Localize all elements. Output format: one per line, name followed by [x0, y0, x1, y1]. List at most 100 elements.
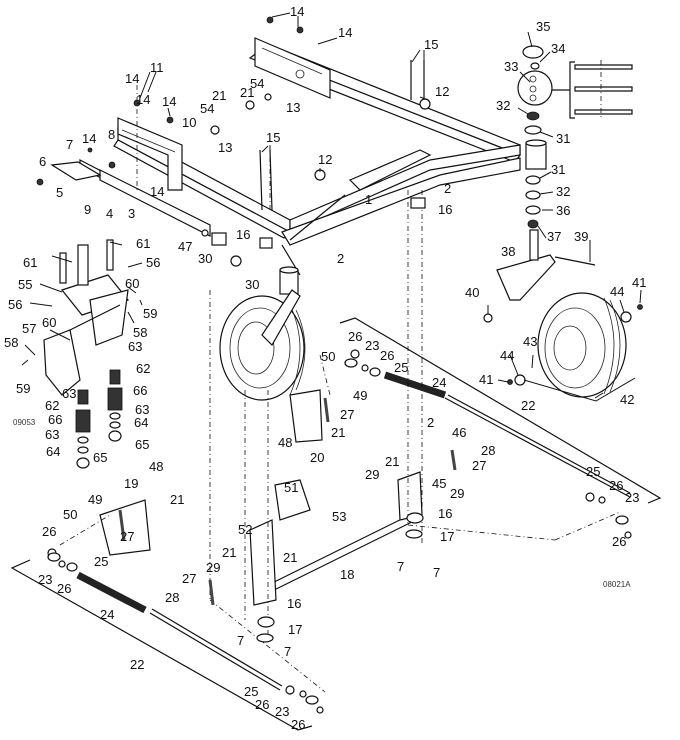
callout-14: 14 — [136, 92, 151, 107]
assembly-lines — [59, 85, 621, 693]
callout-46: 46 — [452, 425, 467, 440]
callout-65: 65 — [93, 450, 108, 465]
callout-21: 21 — [385, 454, 400, 469]
callout-14: 14 — [290, 4, 305, 19]
callout-12: 12 — [318, 152, 333, 167]
callout-56: 56 — [8, 297, 23, 312]
callout-56: 56 — [146, 255, 161, 270]
callout-45: 45 — [432, 476, 447, 491]
callout-58: 58 — [4, 335, 19, 350]
callout-29: 29 — [206, 560, 221, 575]
cross-shaft — [99, 389, 423, 606]
callout-2: 2 — [427, 415, 435, 430]
callout-48: 48 — [278, 435, 293, 450]
callout-14: 14 — [150, 184, 165, 199]
callout-41: 41 — [632, 275, 647, 290]
callout-59: 59 — [143, 306, 158, 321]
callout-1: 1 — [365, 192, 373, 207]
callout-62: 62 — [136, 361, 151, 376]
callout-22: 22 — [130, 657, 145, 672]
callout-39: 39 — [574, 229, 589, 244]
callout-50: 50 — [63, 507, 78, 522]
callout-59: 59 — [16, 381, 31, 396]
callout-21: 21 — [222, 545, 237, 560]
callout-44: 44 — [500, 348, 515, 363]
callout-21: 21 — [331, 425, 346, 440]
callout-7: 7 — [66, 137, 74, 152]
callout-26: 26 — [57, 581, 72, 596]
callout-42: 42 — [620, 392, 635, 407]
callout-36: 36 — [556, 203, 571, 218]
callout-50: 50 — [321, 349, 336, 364]
callout-54: 54 — [200, 101, 215, 116]
callout-23: 23 — [365, 338, 380, 353]
callout-54: 54 — [250, 76, 265, 91]
callout-23: 23 — [625, 490, 640, 505]
callout-3: 3 — [128, 206, 136, 221]
callout-10: 10 — [182, 115, 197, 130]
callout-31: 31 — [551, 162, 566, 177]
callout-64: 64 — [46, 444, 61, 459]
callout-66: 66 — [48, 412, 63, 427]
callout-28: 28 — [165, 590, 180, 605]
main-figure-code: 08021A — [603, 580, 631, 589]
callout-32: 32 — [556, 184, 571, 199]
callout-9: 9 — [84, 202, 92, 217]
callout-33: 33 — [504, 59, 519, 74]
leader-lines — [139, 12, 642, 402]
callout-8: 8 — [108, 127, 116, 142]
callout-2: 2 — [337, 251, 345, 266]
pivot-stack — [517, 45, 633, 229]
callout-12: 12 — [435, 84, 450, 99]
callout-27: 27 — [120, 529, 135, 544]
callout-26: 26 — [612, 534, 627, 549]
callout-7: 7 — [397, 559, 405, 574]
callout-17: 17 — [288, 622, 303, 637]
suspension-inset — [43, 239, 130, 469]
callout-20: 20 — [310, 450, 325, 465]
callout-63: 63 — [128, 339, 143, 354]
callout-49: 49 — [353, 388, 368, 403]
leaders-misc — [21, 241, 143, 366]
callout-23: 23 — [275, 704, 290, 719]
lift-springs-rods — [10, 317, 662, 731]
callout-5: 5 — [56, 185, 64, 200]
callout-31: 31 — [556, 131, 571, 146]
callout-52: 52 — [238, 522, 253, 537]
right-caster-wheel — [496, 229, 627, 398]
callout-15: 15 — [266, 130, 281, 145]
callout-38: 38 — [501, 244, 516, 259]
callout-26: 26 — [609, 478, 624, 493]
callout-26: 26 — [348, 329, 363, 344]
callout-30: 30 — [198, 251, 213, 266]
callout-14: 14 — [82, 131, 97, 146]
callout-24: 24 — [432, 375, 447, 390]
callout-34: 34 — [551, 41, 566, 56]
callout-7: 7 — [284, 644, 292, 659]
callout-6: 6 — [39, 154, 47, 169]
callout-64: 64 — [134, 415, 149, 430]
callout-60: 60 — [125, 276, 140, 291]
main-frame — [113, 37, 547, 295]
callout-25: 25 — [244, 684, 259, 699]
callout-18: 18 — [340, 567, 355, 582]
callout-19: 19 — [124, 476, 139, 491]
callout-48: 48 — [149, 459, 164, 474]
callout-4: 4 — [106, 206, 114, 221]
callout-57: 57 — [22, 321, 37, 336]
callout-14: 14 — [338, 25, 353, 40]
callout-15: 15 — [424, 37, 439, 52]
callout-63: 63 — [45, 427, 60, 442]
inset-figure-code: 09053 — [13, 418, 36, 427]
callout-32: 32 — [496, 98, 511, 113]
callout-41: 41 — [479, 372, 494, 387]
callout-13: 13 — [218, 140, 233, 155]
callout-25: 25 — [94, 554, 109, 569]
left-caster-wheel — [219, 289, 306, 401]
callout-11: 11 — [150, 60, 164, 75]
callout-23: 23 — [38, 572, 53, 587]
callout-51: 51 — [284, 480, 299, 495]
callout-24: 24 — [100, 607, 115, 622]
callout-61: 61 — [23, 255, 38, 270]
